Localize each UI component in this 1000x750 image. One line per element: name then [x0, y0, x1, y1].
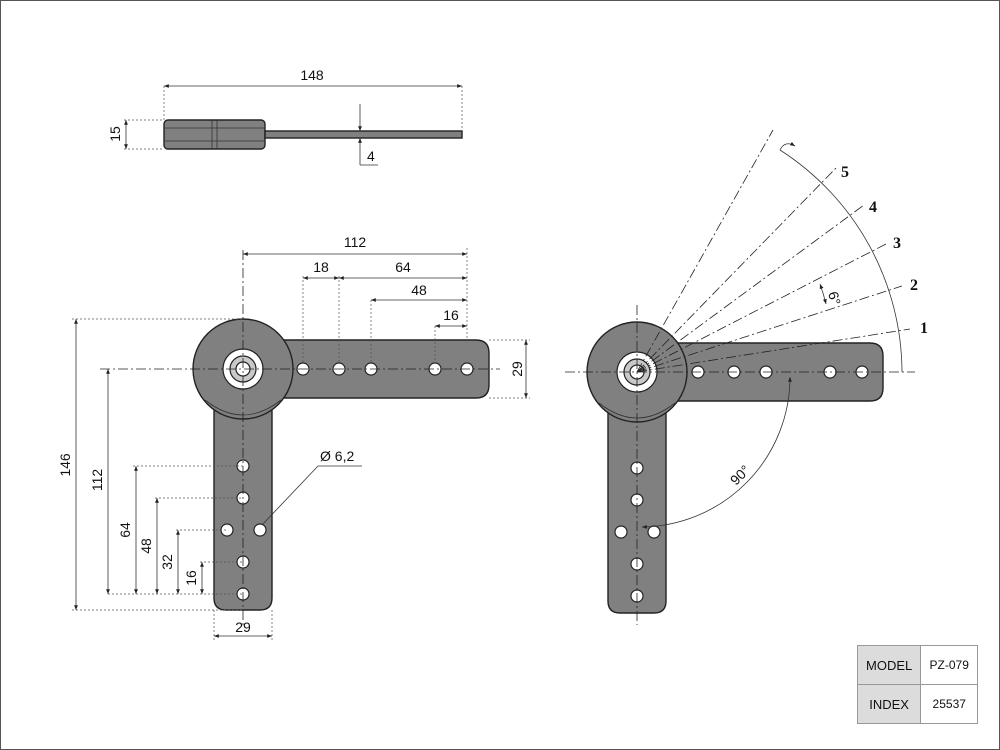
- dim-16-left: 16: [183, 570, 199, 586]
- right-angle-label: 90°: [727, 462, 753, 488]
- dim-16-top: 16: [443, 307, 459, 323]
- step-angle-label: 6°: [825, 290, 844, 307]
- index-label: INDEX: [856, 684, 922, 724]
- index-value: 25537: [920, 684, 979, 724]
- position-2-label: 2: [910, 277, 918, 294]
- rotation-position-lines: [636, 129, 911, 373]
- position-5-label: 5: [841, 164, 849, 181]
- dim-29-right: 29: [509, 361, 525, 377]
- model-label: MODEL: [856, 645, 922, 685]
- position-4-label: 4: [869, 199, 877, 216]
- dim-64-left: 64: [117, 522, 133, 538]
- front-view: 112 18 64 48 16 29 146 112 64 48: [57, 234, 530, 640]
- dim-112-left: 112: [89, 469, 105, 492]
- hole-diameter-label: Ø 6,2: [320, 448, 354, 464]
- dim-18: 18: [313, 259, 329, 275]
- info-table: MODEL PZ-079 INDEX 25537: [856, 645, 979, 724]
- side-view-arm: [264, 130, 463, 139]
- dim-64-top: 64: [395, 259, 411, 275]
- model-row: MODEL PZ-079: [856, 645, 979, 685]
- index-row: INDEX 25537: [856, 684, 979, 724]
- dim-15: 15: [107, 126, 123, 142]
- dim-146: 146: [57, 453, 73, 477]
- dim-4: 4: [367, 148, 375, 164]
- dim-29-bottom: 29: [235, 619, 251, 635]
- dim-48-left: 48: [138, 538, 154, 554]
- model-value: PZ-079: [920, 645, 979, 685]
- rotation-view: 6° 90° 1 2 3 4 5: [565, 129, 928, 625]
- side-view-hub: [163, 119, 266, 150]
- position-3-label: 3: [893, 235, 901, 252]
- dim-112-top: 112: [344, 234, 367, 250]
- position-1-label: 1: [920, 320, 928, 337]
- dim-148: 148: [300, 67, 324, 83]
- side-view: 148 15 4: [107, 67, 463, 166]
- dim-48-top: 48: [411, 282, 427, 298]
- dim-32: 32: [159, 554, 175, 570]
